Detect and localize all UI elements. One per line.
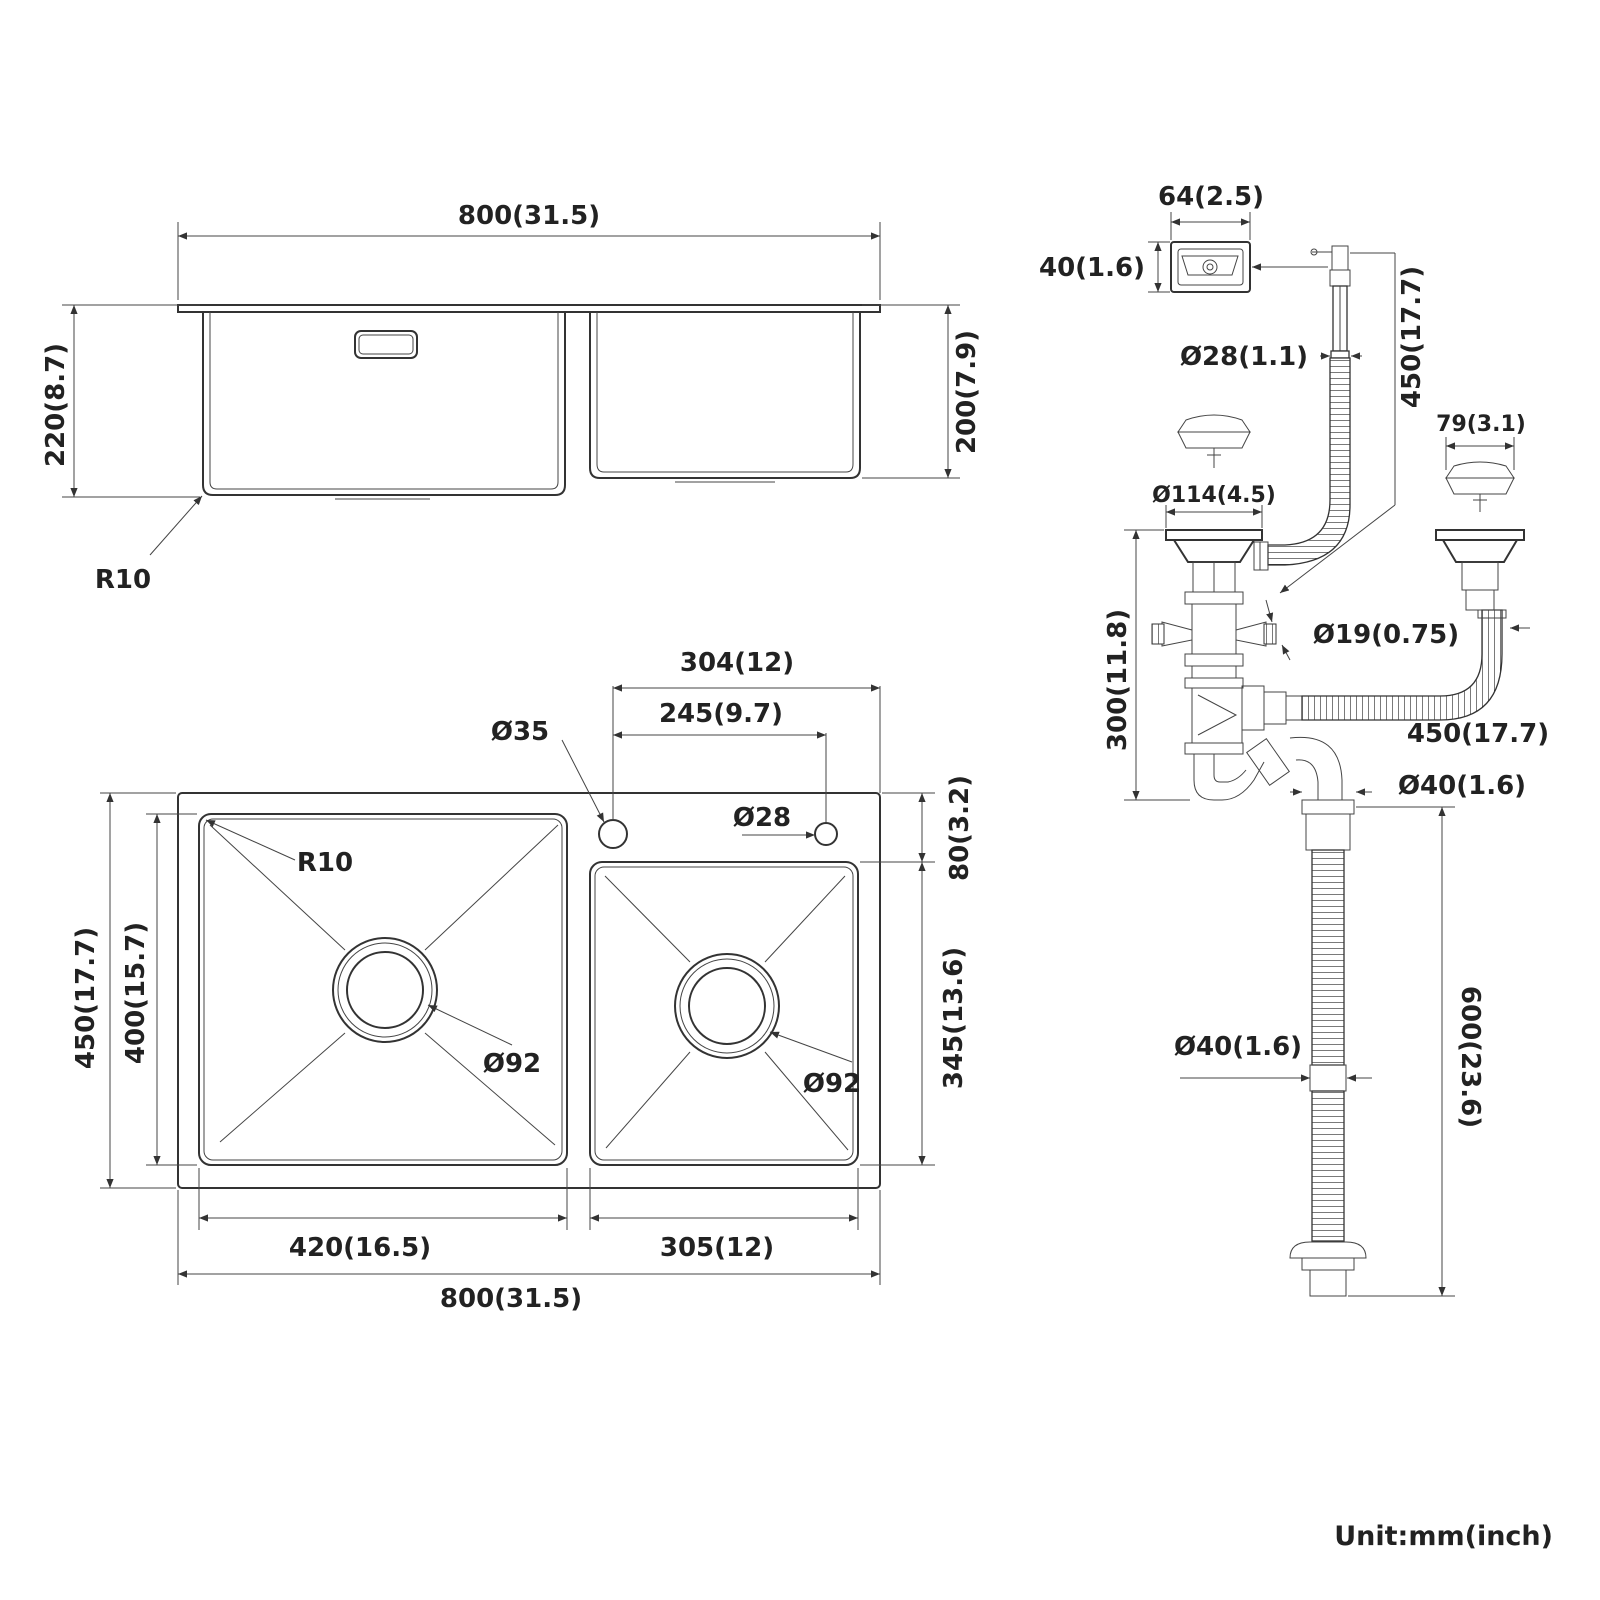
side-width-label: 800(31.5): [458, 201, 600, 231]
hole-spacing-inner-label: 245(9.7): [659, 699, 783, 729]
top-radius-label: R10: [297, 848, 353, 878]
trap-height-label: 300(11.8): [1103, 609, 1133, 751]
total-depth-label: 450(17.7): [71, 927, 101, 1069]
side-depth-left-label: 220(8.7): [41, 343, 71, 467]
drain-left-label: Ø92: [483, 1049, 541, 1079]
overflow-width-label: 64(2.5): [1158, 182, 1264, 212]
bowl-depth-right-label: 345(13.6): [939, 947, 969, 1089]
overflow-hose-dia-label: Ø28(1.1): [1180, 342, 1308, 372]
side-depth-right-label: 200(7.9): [952, 330, 982, 454]
drain-hose-length-label: 600(23.6): [1455, 986, 1485, 1128]
plumbing-kit: 64(2.5) 40(1.6) Ø28(1.1) 450(17.7): [1039, 182, 1549, 1297]
unit-label: Unit:mm(inch): [1334, 1521, 1553, 1552]
inlet-dia-label: Ø19(0.75): [1313, 620, 1459, 650]
hole-spacing-outer-label: 304(12): [680, 648, 794, 678]
side-radius-label: R10: [95, 565, 151, 595]
front-offset-label: 80(3.2): [945, 775, 975, 881]
overflow-height-label: 40(1.6): [1039, 253, 1145, 283]
strainer-left-dia-label: Ø114(4.5): [1152, 483, 1276, 508]
bowl-width-left-label: 420(16.5): [289, 1233, 431, 1263]
drain-right-label: Ø92: [803, 1069, 861, 1099]
outlet-dia-label: Ø40(1.6): [1398, 771, 1526, 801]
top-view: 304(12) 245(9.7) Ø35 Ø28 R10 Ø92 Ø92 80(…: [71, 648, 975, 1314]
bowl-width-right-label: 305(12): [660, 1233, 774, 1263]
drain-hose-dia-label: Ø40(1.6): [1174, 1032, 1302, 1062]
side-view: 800(31.5) 220(8.7) 200(7.9) R10: [41, 201, 982, 595]
strainer-right-dia-label: 79(3.1): [1436, 412, 1526, 437]
hole-small-label: Ø28: [733, 803, 791, 833]
hole-large-label: Ø35: [491, 717, 549, 747]
connect-hose-length-label: 450(17.7): [1407, 719, 1549, 749]
bowl-depth-left-label: 400(15.7): [121, 922, 151, 1064]
total-width-label: 800(31.5): [440, 1284, 582, 1314]
overflow-hose-length-label: 450(17.7): [1397, 266, 1427, 408]
